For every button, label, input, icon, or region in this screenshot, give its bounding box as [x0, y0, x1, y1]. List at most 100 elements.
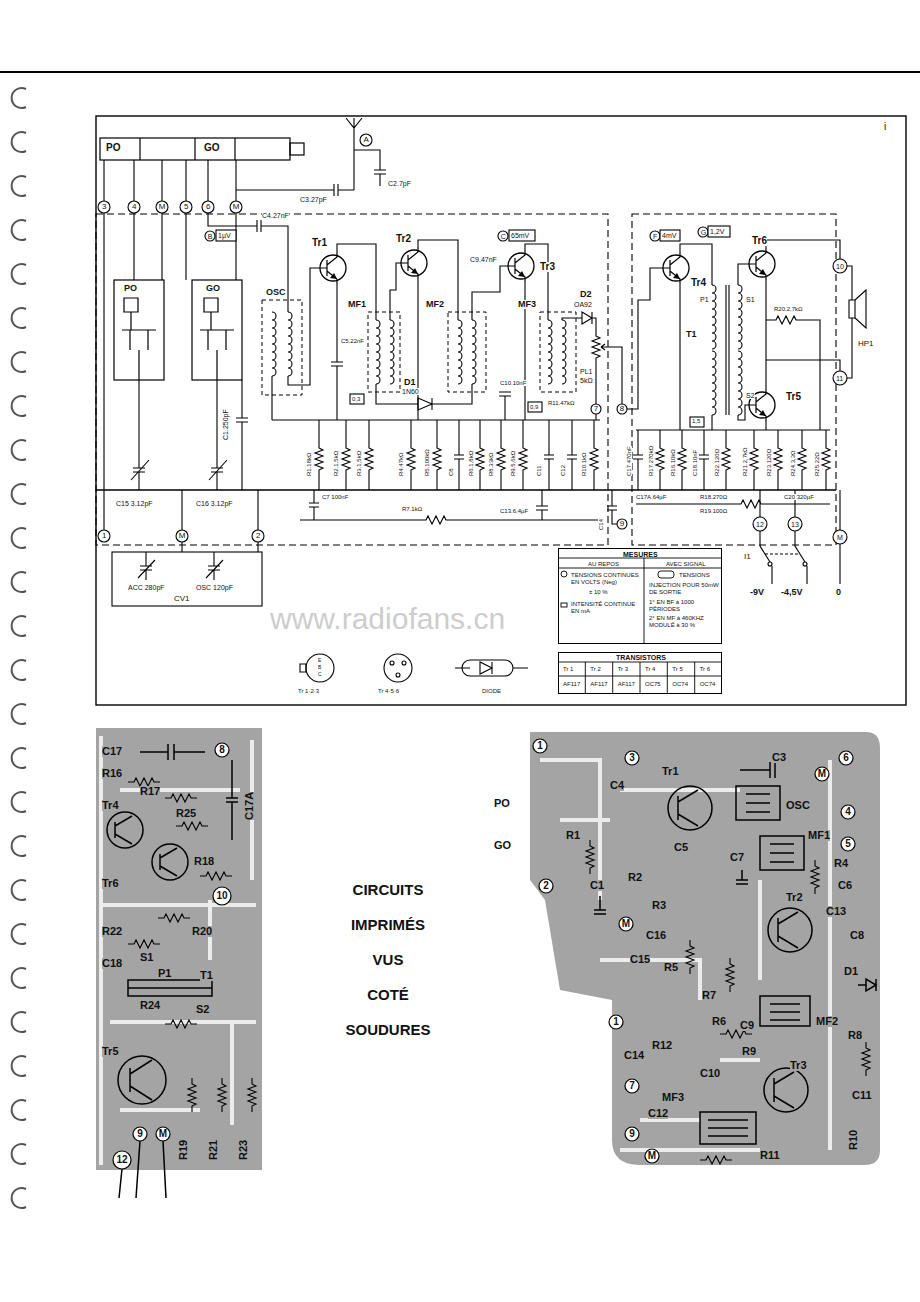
voltage-mark: C	[501, 233, 506, 240]
voltage-mark: 0,9	[530, 404, 538, 410]
part-label: Tr2	[396, 234, 411, 244]
value-label: C3.27pF	[300, 196, 327, 203]
terminal-number: 5	[184, 203, 188, 211]
value-label: C5.22nF	[341, 338, 364, 344]
table-cell: AF117	[563, 681, 580, 688]
part-label: Tr 4·5·6	[378, 688, 399, 694]
board-label: R4	[834, 858, 848, 869]
pinout-icons	[300, 654, 528, 682]
part-label: Tr1	[312, 238, 327, 248]
table-cell: Tr 2	[590, 666, 600, 673]
terminal-number: 10	[836, 263, 844, 270]
terminal-number: 7	[594, 405, 598, 413]
part-label: DIODE	[482, 688, 501, 694]
board-label: T1	[200, 970, 213, 981]
board-label: C12	[648, 1108, 668, 1119]
terminal-number: 4	[845, 807, 851, 817]
board-label: R11	[760, 1150, 780, 1161]
board-label: C16	[646, 930, 666, 941]
board-label: MF3	[662, 1092, 684, 1103]
value-label: C10.10nF	[500, 380, 526, 386]
board-label: GO	[494, 840, 511, 851]
value-label: R21.2,7kΩ	[742, 448, 748, 477]
table-cell: AVEC SIGNAL	[666, 561, 706, 568]
table-cell: 1° EN BF à 1000 PÉRIODES	[649, 599, 721, 612]
value-label: R23.120Ω	[766, 449, 772, 476]
board-label: P1	[158, 968, 171, 979]
value-label: R11.47kΩ	[548, 400, 574, 406]
part-label: MF3	[518, 300, 536, 309]
board-label: R25	[176, 808, 196, 819]
board-label: R3	[652, 900, 666, 911]
table-title: MESURES	[623, 551, 658, 559]
value-label: C1.250pF	[222, 409, 229, 440]
voltage-mark: 1µV	[218, 232, 231, 239]
part-label: S2	[746, 392, 755, 399]
schematic-frame	[96, 116, 906, 705]
board-label: C17	[102, 746, 122, 757]
value-label: R10.1kΩ	[581, 453, 587, 477]
part-label: I1	[744, 553, 751, 561]
part-label: D1	[404, 378, 416, 387]
board-label: C3	[772, 752, 786, 763]
terminal-number: M	[648, 1151, 656, 1161]
board-label: C13	[826, 906, 846, 917]
table-grid	[558, 558, 722, 694]
part-label: PO	[124, 284, 137, 293]
terminal-number: M	[837, 534, 843, 541]
value-label: C2.7pF	[388, 180, 411, 187]
terminal-number: 1	[102, 532, 106, 540]
board-label: C17A	[244, 792, 255, 820]
value-label: C14	[598, 519, 604, 530]
voltage-mark: 1,2V	[710, 228, 724, 235]
board-label: C8	[850, 930, 864, 941]
page-rule	[0, 72, 920, 73]
board-label: R24	[140, 1000, 160, 1011]
terminal-number: 0	[836, 588, 841, 597]
table-cell: AF117	[618, 681, 635, 688]
value-label: R16.10kΩ	[670, 449, 676, 476]
terminal-number: 3	[629, 753, 635, 763]
board-label: S1	[140, 952, 153, 963]
terminal-number: 1	[613, 1017, 619, 1027]
part-label: HP1	[858, 340, 874, 348]
terminal-number: 2	[543, 881, 549, 891]
board-label: R9	[742, 1046, 756, 1057]
voltage-mark: 0,3	[352, 396, 360, 402]
board-label: Tr5	[102, 1046, 119, 1057]
value-label: R2.1,5kΩ	[333, 451, 339, 476]
value-label: R4.47kΩ	[398, 453, 404, 477]
table-box: MESURESAU REPOSAVEC SIGNALTENSIONS CONTI…	[558, 548, 722, 644]
board-label: R21	[208, 1140, 219, 1160]
value-label: C18.10nF	[692, 450, 698, 476]
board-label: C15	[630, 954, 650, 965]
terminal-number: 6	[206, 203, 210, 211]
board-label: C6	[838, 880, 852, 891]
board-label: C7	[730, 852, 744, 863]
table-cell: INTENSITÉ CONTINUE EN mA	[571, 601, 641, 614]
board-label: R6	[712, 1016, 726, 1027]
value-label: R19.100Ω	[700, 508, 727, 514]
board-label: R19	[178, 1140, 189, 1160]
board-label: C9	[740, 1020, 754, 1031]
wave-switch	[100, 138, 304, 380]
terminal-number: 12	[117, 1155, 128, 1165]
table-cell: Tr 5	[672, 666, 682, 673]
value-label: R22.120Ω	[714, 449, 720, 476]
table-cell: OC75	[645, 681, 661, 688]
part-label: Tr 1·2·3	[298, 688, 319, 694]
board-label: C5	[674, 842, 688, 853]
board-label: R7	[702, 990, 716, 1001]
terminal-number: 5	[845, 839, 851, 849]
value-label: C17 470nF	[626, 446, 632, 476]
table-cell: AF117	[590, 681, 607, 688]
board-label: R1	[566, 830, 580, 841]
board-label: R20	[192, 926, 212, 937]
table-cell: 2° EN MF à 460KHZ MODULÉ à 30 %	[649, 615, 721, 628]
value-label: C15 3.12pF	[116, 500, 153, 507]
terminal-number: M	[159, 1129, 167, 1139]
board-label: C1	[590, 880, 604, 891]
wiring	[96, 118, 866, 606]
terminal-number: -4,5V	[781, 588, 803, 597]
voltage-mark: 1,5	[692, 418, 700, 424]
